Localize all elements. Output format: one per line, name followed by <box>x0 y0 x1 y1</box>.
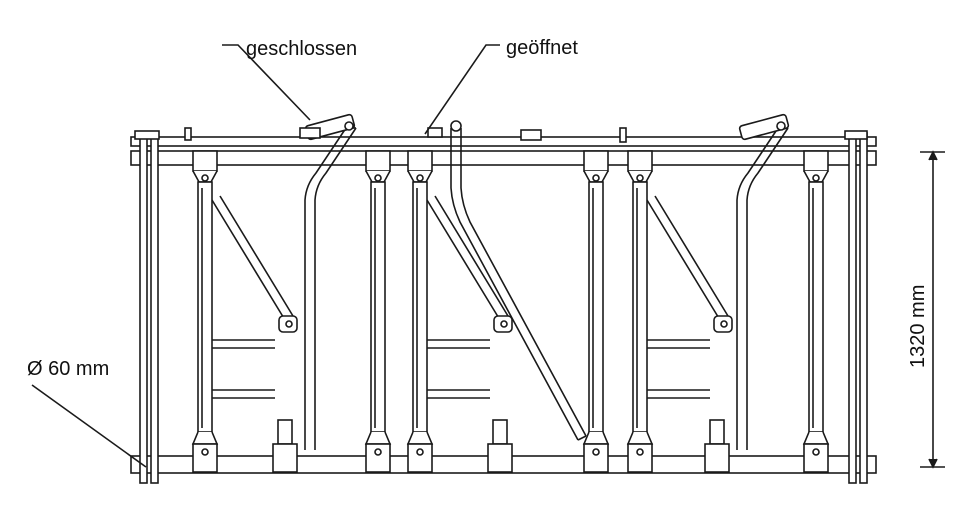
diagonal-strut <box>211 195 298 333</box>
stall-post <box>364 150 392 473</box>
top-clamp <box>520 129 542 141</box>
label-open: geöffnet <box>506 37 578 59</box>
stall-post <box>802 150 830 473</box>
closed-leader <box>222 44 311 121</box>
gate-foot <box>272 419 298 473</box>
diagonal-struts <box>211 195 733 333</box>
stall-posts <box>191 150 830 473</box>
diameter-leader <box>31 384 147 468</box>
right-end-post <box>844 130 868 484</box>
top-tab-mid <box>619 127 627 143</box>
label-diameter: Ø 60 mm <box>27 358 109 380</box>
stall-post <box>582 150 610 473</box>
diagonal-strut <box>426 195 513 333</box>
gate-foot <box>704 419 730 473</box>
stall-post <box>406 150 434 473</box>
top-tab-left <box>184 127 192 141</box>
gate-open-middle <box>427 120 587 441</box>
label-closed: geschlossen <box>246 38 357 60</box>
annotations <box>31 44 945 469</box>
stall-post <box>626 150 654 473</box>
diagonal-strut <box>646 195 733 333</box>
height-dimension <box>920 150 945 469</box>
top-rail-lower <box>130 150 877 166</box>
crossbars <box>212 339 710 399</box>
label-height: 1320 mm <box>907 285 929 368</box>
rack-drawing <box>130 113 877 484</box>
left-end-post <box>134 130 160 484</box>
gate-foot <box>487 419 513 473</box>
stall-post <box>191 150 219 473</box>
top-rail-upper <box>130 136 877 147</box>
gate-closed-right <box>736 113 790 450</box>
gate-closed-left <box>299 113 357 450</box>
open-leader <box>424 44 500 135</box>
